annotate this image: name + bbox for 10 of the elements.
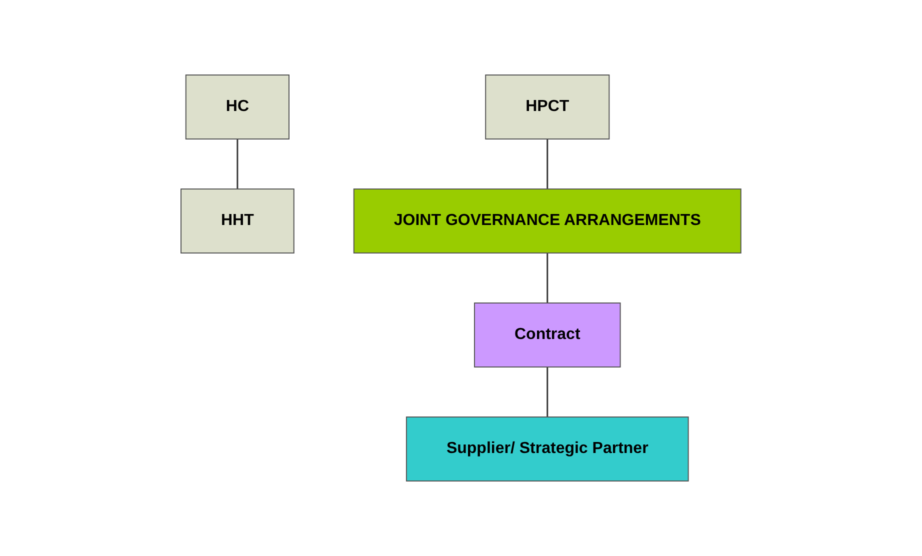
connector bbox=[546, 253, 548, 303]
node-box: Contract bbox=[474, 302, 621, 368]
node-box: HHT bbox=[180, 188, 294, 254]
node-box: HPCT bbox=[485, 74, 610, 140]
node-box: HC bbox=[185, 74, 290, 140]
connector bbox=[236, 139, 238, 189]
node-box: Supplier/ Strategic Partner bbox=[406, 416, 689, 482]
node-box: JOINT GOVERNANCE ARRANGEMENTS bbox=[353, 188, 742, 254]
connector bbox=[546, 139, 548, 189]
connector bbox=[546, 367, 548, 417]
